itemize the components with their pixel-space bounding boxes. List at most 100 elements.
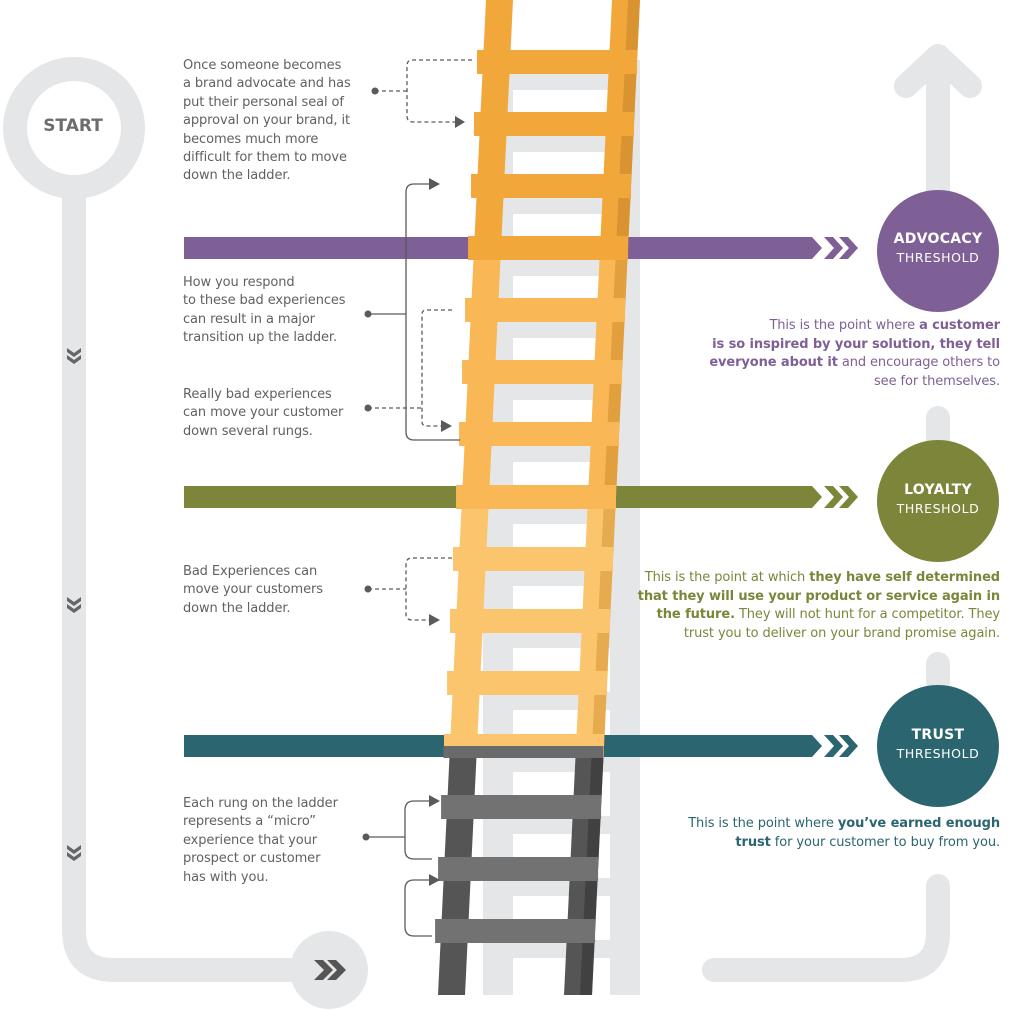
arrow-right-icon <box>441 420 452 432</box>
start-track-path <box>62 190 330 982</box>
arrow-up-icon <box>894 44 982 98</box>
connector-dots-and-arrows <box>362 87 465 886</box>
connector-dot <box>364 310 372 318</box>
description-line: This is the point at which they have sel… <box>638 569 1000 588</box>
description-line: everyone about it and encourage others t… <box>709 354 1000 373</box>
annotation-seal-of-approval: Once someone becomes a brand advocate and… <box>183 57 351 186</box>
loyalty-threshold-label: LOYALTY THRESHOLD <box>876 481 1000 518</box>
description-text: trust you to deliver on your brand promi… <box>683 625 1000 641</box>
trust-threshold-circle <box>877 685 999 807</box>
description-emphasis: everyone about it <box>709 355 838 371</box>
connector-dot <box>362 833 370 841</box>
ladder-rung <box>435 919 596 943</box>
trust-title: TRUST <box>911 727 965 743</box>
end-track <box>702 44 982 982</box>
description-text: This is the point where <box>769 318 920 333</box>
ladder-rung <box>465 298 626 322</box>
annotation-line: Really bad experiences <box>183 387 332 402</box>
description-text: This is the point where <box>688 816 838 831</box>
ladder-rung <box>462 360 623 384</box>
connector-dot <box>364 404 372 412</box>
annotation-line: difficult for them to move <box>183 150 347 166</box>
shadow-rung <box>483 940 640 958</box>
arrow-right-icon <box>429 874 440 886</box>
ladder-rung <box>441 795 602 819</box>
connector-each-rung <box>366 800 432 937</box>
ladder-rung <box>474 112 635 136</box>
description-emphasis: trust <box>735 834 771 850</box>
description-line: trust for your customer to buy from you. <box>688 834 1000 853</box>
description-line: trust you to deliver on your brand promi… <box>638 625 1000 644</box>
chevron-right-icon <box>824 237 843 259</box>
ladder-rung <box>468 236 629 260</box>
annotation-line: prospect or customer <box>183 851 321 867</box>
description-emphasis: a customer <box>919 318 1000 333</box>
description-line: see for themselves. <box>709 373 1000 392</box>
ladder-rung <box>459 422 620 446</box>
description-text: see for themselves. <box>874 373 1000 389</box>
shadow-rung <box>483 72 640 90</box>
annotation-each-rung: Each rung on the ladder represents a “mic… <box>183 795 338 887</box>
connector-bad-experiences <box>368 557 452 621</box>
annotation-connectors <box>366 59 472 937</box>
loyalty-title: LOYALTY <box>904 482 972 498</box>
double-chevron-down-icons <box>67 348 346 980</box>
annotation-line: becomes much more <box>183 131 319 147</box>
start-label: START <box>43 116 103 136</box>
trust-threshold-label: TRUST THRESHOLD <box>876 726 1000 763</box>
start-ring <box>3 57 145 199</box>
description-emphasis: is so inspired by your solution, they te… <box>712 336 1000 352</box>
description-emphasis: you’ve earned enough <box>837 816 1000 831</box>
ladder-rung <box>471 174 632 198</box>
annotation-line: down the ladder. <box>183 600 291 616</box>
annotation-line: Each rung on the ladder <box>183 796 338 811</box>
annotation-line: experience that your <box>183 832 317 848</box>
advocacy-threshold-label: ADVOCACY THRESHOLD <box>876 230 1000 267</box>
connector-dot <box>364 585 372 593</box>
description-line: that they will use your product or servi… <box>638 588 1000 607</box>
annotation-line: Bad Experiences can <box>183 564 318 579</box>
start-track <box>62 190 330 982</box>
annotation-line: can result in a major <box>183 311 315 327</box>
arrow-right-icon <box>455 116 465 128</box>
ladder-rung <box>453 547 614 571</box>
advocacy-threshold-circle <box>877 190 999 312</box>
advocacy-subtitle: THRESHOLD <box>896 250 980 265</box>
end-track-bottom <box>702 874 950 982</box>
description-text: and encourage others to <box>837 355 1000 371</box>
ladder-rung-trust-base <box>443 746 604 758</box>
connector-dot <box>371 87 379 95</box>
ladder-rung <box>450 609 611 633</box>
shadow-rung <box>483 878 640 896</box>
arrow-right-icon <box>429 614 440 626</box>
description-text: They will not hunt for a competitor. The… <box>734 607 1000 623</box>
ladder-rung <box>477 50 638 74</box>
annotation-line: a brand advocate and has <box>183 76 351 92</box>
loyalty-description: This is the point at which they have sel… <box>638 569 1000 643</box>
shadow-rung <box>483 134 640 152</box>
annotation-line: down the ladder. <box>183 168 291 184</box>
connector-respond <box>368 183 460 441</box>
ladder-rung <box>438 857 599 881</box>
description-text: This is the point at which <box>644 570 810 585</box>
connector-really-bad <box>368 309 452 427</box>
shadow-rung <box>483 816 640 834</box>
annotation-line: Once someone becomes <box>183 58 342 73</box>
loyalty-threshold-circle <box>877 440 999 562</box>
trust-description: This is the point where you’ve earned en… <box>688 815 1000 852</box>
chevron-right-icon <box>839 237 858 259</box>
description-line: This is the point where you’ve earned en… <box>688 815 1000 834</box>
ladder-rung <box>447 671 608 695</box>
annotation-line: to these bad experiences <box>183 293 346 309</box>
arrow-right-icon <box>429 178 440 190</box>
chevron-right-icon <box>824 735 843 757</box>
advocacy-title: ADVOCACY <box>893 231 983 247</box>
annotation-line: put their personal seal of <box>183 94 344 110</box>
double-chevron-down-icon <box>67 348 81 364</box>
annotation-line: represents a “micro” <box>183 814 316 830</box>
double-chevron-down-icon <box>67 845 81 861</box>
